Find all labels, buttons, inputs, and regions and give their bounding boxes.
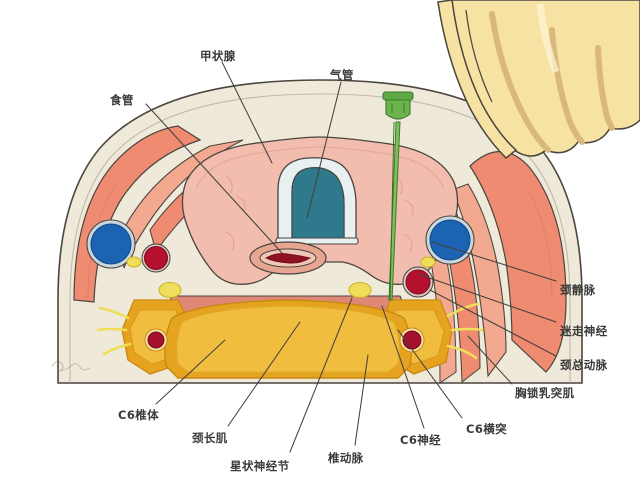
artist-signature [51,360,91,372]
needle [382,91,414,301]
label-trachea: 气管 [330,68,354,82]
leader-line-stellate-ganglion [289,297,353,453]
stellate-ganglion-left [158,281,182,299]
leader-line-carotid-artery [429,289,557,357]
leader-line-jugular-vein [431,241,557,282]
label-vagus-nerve: 迷走神经 [560,324,608,338]
label-c6-nerve: C6神经 [400,433,442,447]
leader-line-vagus-nerve [417,273,557,323]
vagus-left [126,256,142,268]
leader-line-longus-colli [227,321,301,427]
esophagus [249,241,327,275]
label-longus-colli: 颈长肌 [192,431,228,445]
jugular-vein-left [86,219,136,269]
leader-line-scm-muscle [467,335,513,385]
leader-line-c6-nerve [381,305,425,429]
leader-line-c6-transverse [397,329,463,419]
leader-line-esophagus [145,103,283,254]
carotid-left [141,243,171,273]
label-vertebral-artery: 椎动脉 [328,451,364,465]
stellate-ganglion-right [348,281,372,299]
trachea [275,157,359,245]
label-jugular-vein: 颈静脉 [560,283,596,297]
hand [437,0,640,160]
label-carotid-artery: 颈总动脉 [560,358,608,372]
leader-line-thyroid [221,61,273,164]
label-c6-transverse: C6横突 [466,422,508,436]
jugular-vein-right [425,215,475,265]
leader-line-trachea [306,81,342,219]
leader-line-c6-vertebral-body [155,339,226,405]
carotid-right [402,266,434,298]
vagus-right [420,256,436,268]
label-scm-muscle: 胸锁乳突肌 [515,386,575,400]
label-c6-vertebral-body: C6椎体 [118,408,160,422]
leader-lines [145,61,557,453]
label-stellate-ganglion: 星状神经节 [230,459,290,473]
leader-line-vertebral-artery [354,354,369,446]
label-esophagus: 食管 [110,93,134,107]
label-thyroid: 甲状腺 [200,49,236,63]
